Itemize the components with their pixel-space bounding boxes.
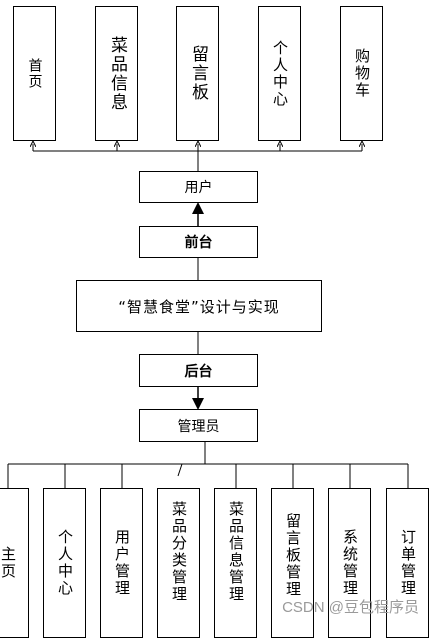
back-module-label: 留言板管理 — [284, 513, 302, 598]
system-title-box: “智慧食堂”设计与实现 — [76, 280, 322, 332]
front-module-label: 留言板 — [188, 45, 208, 102]
front-module-message-board: 留言板 — [176, 6, 219, 141]
connector-lines — [7, 0, 409, 488]
frontend-label: 前台 — [184, 235, 213, 251]
back-module-label: 个人中心 — [56, 529, 74, 597]
back-module-label: 订单管理 — [399, 529, 417, 597]
back-module-label: 系统管理 — [341, 529, 359, 597]
back-module-system-mgmt: 系统管理 — [328, 488, 371, 638]
system-title: “智慧食堂”设计与实现 — [118, 297, 280, 316]
back-module-label: 菜品信息管理 — [227, 501, 245, 603]
front-module-personal-center: 个人中心 — [258, 6, 301, 141]
frontend-box: 前台 — [139, 226, 258, 258]
backend-box: 后台 — [139, 354, 258, 387]
back-module-label: 菜品分类管理 — [170, 501, 188, 603]
csdn-watermark: CSDN @豆包程序员 — [282, 599, 419, 616]
front-module-label: 菜品信息 — [107, 35, 127, 112]
back-module-label: 用户管理 — [113, 529, 131, 597]
user-box: 用户 — [139, 171, 258, 203]
back-module-label: 主页 — [0, 546, 17, 580]
front-module-label: 个人中心 — [271, 39, 289, 108]
backend-label: 后台 — [184, 363, 213, 380]
user-label: 用户 — [184, 180, 213, 196]
back-module-dish-category-mgmt: 菜品分类管理 — [157, 488, 200, 638]
admin-label: 管理员 — [177, 418, 220, 435]
back-module-user-mgmt: 用户管理 — [100, 488, 143, 638]
back-module-dish-info-mgmt: 菜品信息管理 — [214, 488, 257, 638]
front-module-label: 购物车 — [353, 48, 371, 99]
front-module-dish-info: 菜品信息 — [95, 6, 138, 141]
back-module-home: 主页 — [0, 488, 29, 638]
front-module-label: 首页 — [26, 57, 43, 90]
front-module-cart: 购物车 — [340, 6, 383, 141]
back-module-message-board-mgmt: 留言板管理 — [271, 488, 314, 638]
front-module-home: 首页 — [13, 6, 56, 141]
back-module-personal-center: 个人中心 — [43, 488, 86, 638]
admin-box: 管理员 — [139, 409, 258, 442]
